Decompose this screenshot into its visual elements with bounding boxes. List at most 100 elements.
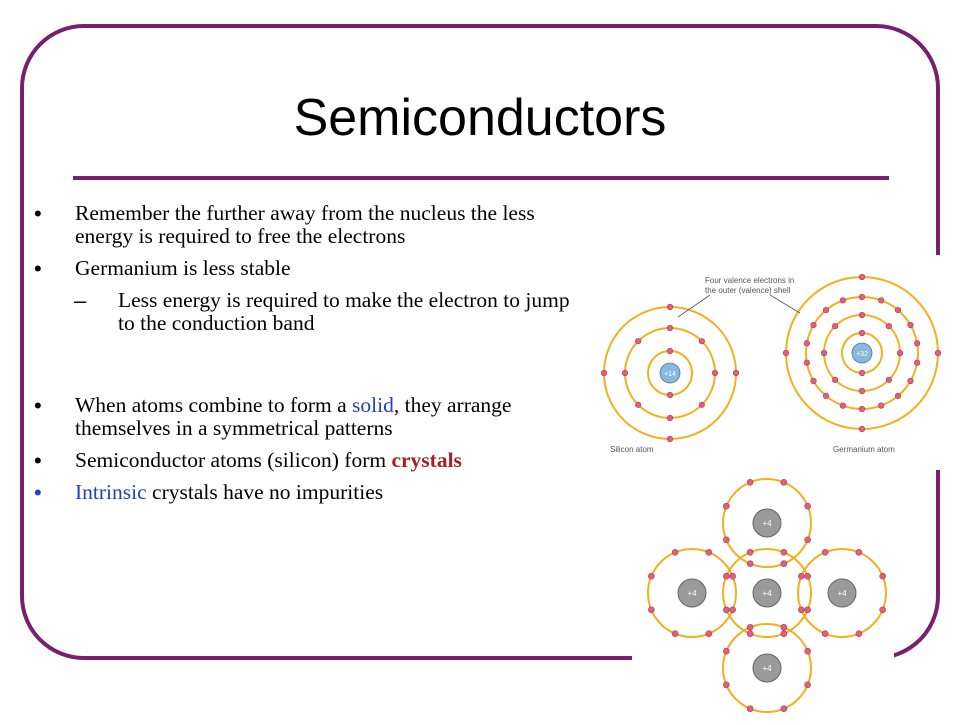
bullet-intrinsic: • Intrinsic crystals have no impurities bbox=[30, 480, 590, 505]
electron bbox=[723, 606, 730, 614]
electron bbox=[803, 359, 810, 366]
bullet-distance-energy: • Remember the further away from the nuc… bbox=[30, 202, 590, 248]
highlight-crystals: crystals bbox=[391, 448, 462, 472]
dash-icon: – bbox=[74, 288, 87, 313]
electron bbox=[746, 624, 754, 631]
bullet-dot-icon: • bbox=[34, 448, 42, 473]
nucleus bbox=[851, 342, 873, 364]
title-underline bbox=[73, 176, 889, 180]
electron bbox=[804, 572, 811, 580]
electron bbox=[732, 369, 740, 377]
bullet-text-post: crystals have no impurities bbox=[146, 480, 384, 504]
electron bbox=[858, 273, 866, 281]
electron bbox=[780, 705, 788, 712]
electron bbox=[839, 402, 846, 409]
electron bbox=[914, 340, 921, 347]
valence-shell bbox=[722, 623, 812, 713]
electron bbox=[810, 377, 817, 385]
atom-models-svg: +14 +32 Four valence electrons in the ou… bbox=[600, 273, 942, 454]
electron bbox=[896, 349, 904, 357]
electron bbox=[822, 307, 830, 314]
electron bbox=[698, 401, 705, 408]
electron bbox=[934, 349, 942, 357]
electron bbox=[858, 369, 866, 377]
electron bbox=[822, 392, 830, 399]
electron bbox=[855, 549, 863, 556]
electron bbox=[810, 321, 817, 329]
electron bbox=[698, 338, 705, 345]
bullet-text: Germanium is less stable bbox=[75, 256, 291, 280]
valence-shell bbox=[722, 548, 812, 638]
nucleus-charge-label: +4 bbox=[762, 589, 772, 598]
bullet-crystals: • Semiconductor atoms (silicon) form cry… bbox=[30, 448, 590, 473]
bullet-text-pre: Semiconductor atoms (silicon) form bbox=[75, 448, 392, 472]
bullet-germanium-stability: • Germanium is less stable bbox=[30, 256, 590, 281]
sub-bullet-conduction-band: – Less energy is required to make the el… bbox=[30, 289, 590, 335]
electron bbox=[723, 572, 730, 580]
highlight-solid: solid bbox=[352, 393, 394, 417]
electron bbox=[671, 549, 679, 556]
electron bbox=[666, 435, 674, 443]
electron bbox=[648, 572, 655, 580]
bullet-list: • Remember the further away from the nuc… bbox=[30, 202, 590, 513]
electron bbox=[832, 323, 839, 330]
electron bbox=[729, 572, 736, 580]
germanium-atom-diagram: +32 bbox=[782, 273, 942, 433]
nucleus-charge-label: +4 bbox=[837, 589, 847, 598]
germanium-atom-label: Germanium atom bbox=[833, 445, 895, 454]
bullet-text: Remember the further away from the nucle… bbox=[75, 201, 535, 248]
electron bbox=[907, 377, 914, 385]
nucleus bbox=[752, 578, 782, 608]
slide-title: Semiconductors bbox=[293, 89, 667, 147]
electron bbox=[879, 572, 886, 580]
electron bbox=[821, 549, 829, 556]
bullet-dot-icon: • bbox=[34, 393, 42, 418]
electron bbox=[723, 536, 730, 544]
electron bbox=[729, 606, 736, 614]
electron bbox=[803, 340, 810, 347]
electron bbox=[855, 630, 863, 637]
electron bbox=[804, 536, 811, 544]
bullet-text-pre: When atoms combine to form a bbox=[75, 393, 353, 417]
electron bbox=[671, 630, 679, 637]
electron bbox=[798, 606, 805, 614]
nucleus-charge-label: +4 bbox=[687, 589, 697, 598]
nucleus bbox=[659, 362, 681, 384]
nucleus-charge-label: +4 bbox=[762, 519, 772, 528]
electron bbox=[666, 303, 674, 311]
electron bbox=[780, 479, 788, 486]
electron bbox=[648, 606, 655, 614]
electron bbox=[746, 705, 754, 712]
nucleus bbox=[752, 653, 782, 683]
bullet-dot-icon: • bbox=[34, 256, 42, 281]
crystal-lattice-diagram: +4+4+4+4+4 bbox=[647, 478, 887, 713]
atom-models-figure: +14 +32 Four valence electrons in the ou… bbox=[590, 255, 960, 470]
electron bbox=[858, 293, 866, 301]
electron bbox=[780, 549, 788, 556]
electron bbox=[820, 349, 828, 357]
electron bbox=[666, 414, 674, 422]
bullet-solid-arrangement: • When atoms combine to form a solid, th… bbox=[30, 394, 590, 440]
electron bbox=[878, 297, 885, 304]
nucleus bbox=[677, 578, 707, 608]
crystal-lattice-svg: +4+4+4+4+4 bbox=[647, 478, 887, 713]
electron bbox=[705, 630, 713, 637]
nucleus bbox=[752, 508, 782, 538]
electron bbox=[804, 647, 811, 655]
electron bbox=[723, 647, 730, 655]
nucleus-charge-label: +32 bbox=[856, 351, 868, 358]
electron bbox=[804, 681, 811, 689]
electron bbox=[666, 347, 674, 355]
annotation-arrow-silicon bbox=[677, 294, 711, 318]
electron bbox=[746, 549, 754, 556]
bullet-text-post: , they arrange themselves in a symmetric… bbox=[75, 393, 512, 440]
electron bbox=[711, 369, 719, 377]
crystal-lattice-figure: +4+4+4+4+4 bbox=[632, 463, 894, 720]
electron bbox=[780, 560, 788, 567]
electron bbox=[746, 630, 754, 637]
electron bbox=[914, 359, 921, 366]
electron bbox=[635, 338, 642, 345]
silicon-atom-label: Silicon atom bbox=[610, 445, 654, 454]
electron bbox=[878, 402, 885, 409]
electron bbox=[780, 624, 788, 631]
